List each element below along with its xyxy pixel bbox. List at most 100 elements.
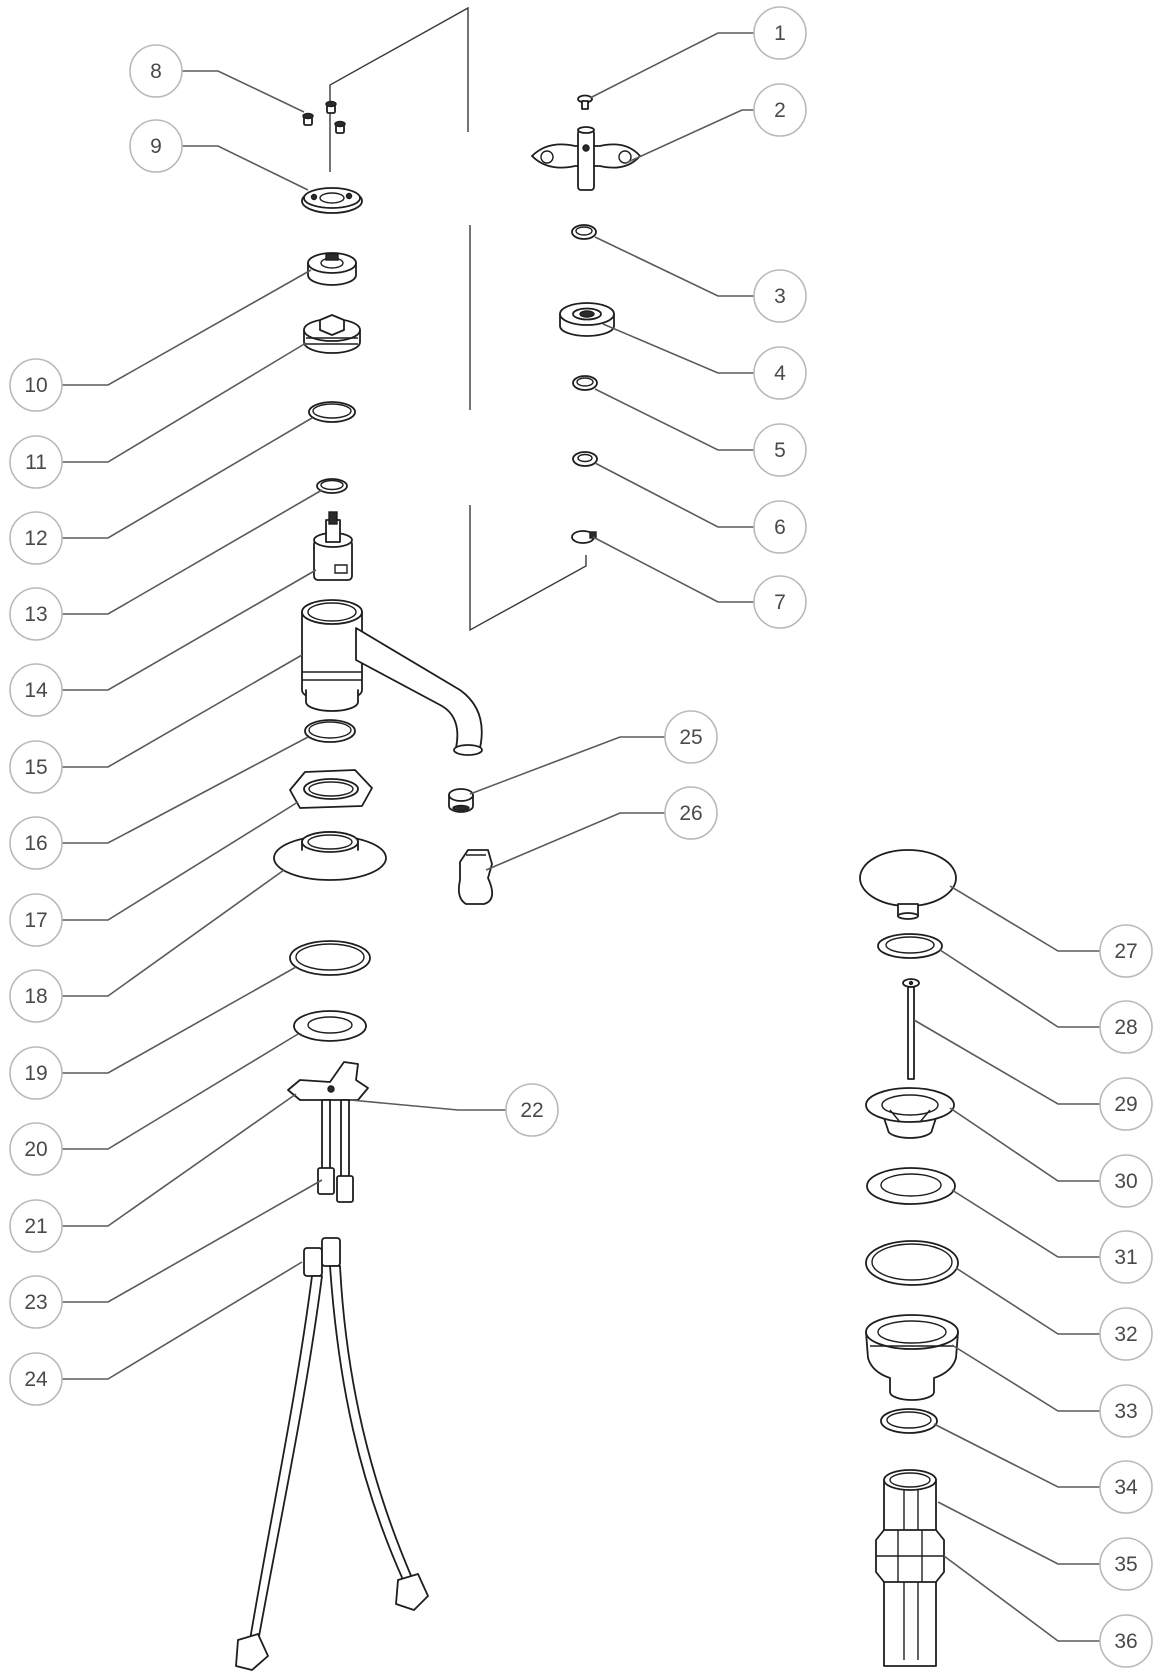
svg-text:2: 2 [774,99,786,122]
leader-24 [62,1261,303,1380]
callout-29: 29 [1099,1077,1153,1131]
part-14-cartridge [313,511,353,581]
callout-10: 10 [9,358,63,412]
callout-22: 22 [505,1083,559,1137]
callout-24: 24 [9,1352,63,1406]
part-30-flange [865,1087,955,1139]
svg-text:11: 11 [25,451,47,474]
part-13-o-ring [316,478,348,494]
part-2-cross-handle [531,126,641,191]
leader-9 [177,145,309,191]
svg-text:1: 1 [774,22,786,45]
callout-34: 34 [1099,1460,1153,1514]
leader-26 [485,812,665,871]
svg-text:13: 13 [24,603,47,626]
leader-1 [589,32,754,99]
part-15-spout-body [301,599,483,756]
callout-11: 11 [9,435,63,489]
svg-text:32: 32 [1114,1323,1137,1346]
svg-text:6: 6 [774,516,786,539]
svg-text:9: 9 [150,135,162,158]
leader-5 [594,388,754,451]
part-9-retaining-plate [301,187,363,214]
part-36-lock-nut [875,1529,945,1583]
part-19-ring-gasket [289,940,371,976]
leader-23 [62,1179,323,1303]
callout-32: 32 [1099,1307,1153,1361]
callout-35: 35 [1099,1537,1153,1591]
part-12-o-ring [308,401,356,423]
leader-18 [62,869,285,997]
svg-text:33: 33 [1114,1400,1137,1423]
callout-18: 18 [9,969,63,1023]
leader-31 [951,1189,1100,1258]
part-17-hex-nut [289,769,373,809]
part-18-escutcheon [273,831,387,881]
leader-32 [955,1267,1100,1335]
callout-14: 14 [9,663,63,717]
callout-16: 16 [9,816,63,870]
callout-25: 25 [664,710,718,764]
callout-21: 21 [9,1199,63,1253]
part-34-small-washer [880,1408,938,1434]
callout-23: 23 [9,1275,63,1329]
part-1-screw [577,94,593,110]
svg-text:23: 23 [24,1291,47,1314]
leader-22 [349,1099,506,1111]
part-6-washer [572,451,598,467]
svg-text:8: 8 [150,60,162,83]
leader-13 [62,489,323,615]
part-16-o-ring [304,719,356,743]
svg-text:5: 5 [774,439,786,462]
callout-1: 1 [753,6,807,60]
leader-34 [933,1423,1100,1488]
leader-6 [594,462,754,528]
callout-2: 2 [753,83,807,137]
svg-text:22: 22 [520,1099,543,1122]
callout-7: 7 [753,575,807,629]
leader-4 [602,323,754,374]
svg-text:18: 18 [24,985,47,1008]
leader-36 [943,1555,1100,1642]
callout-4: 4 [753,346,807,400]
callout-31: 31 [1099,1230,1153,1284]
leader-16 [62,736,309,844]
callout-27: 27 [1099,924,1153,978]
callout-15: 15 [9,740,63,794]
svg-text:3: 3 [774,285,786,308]
leader-33 [951,1344,1100,1412]
callout-30: 30 [1099,1154,1153,1208]
part-27-pop-up-cap [859,849,957,920]
svg-text:26: 26 [679,802,702,825]
callout-28: 28 [1099,1000,1153,1054]
callout-19: 19 [9,1046,63,1100]
leader-3 [594,236,754,297]
callout-9: 9 [129,119,183,173]
svg-text:34: 34 [1114,1476,1138,1499]
part-8-screws [302,100,346,134]
leader-17 [62,801,299,921]
svg-text:30: 30 [1114,1170,1137,1193]
part-31-flat-washer [866,1167,956,1205]
svg-text:24: 24 [24,1368,48,1391]
callouts: 1 2 3 4 5 6 7 8 9 10 11 12 13 14 15 16 1… [9,6,1153,1668]
part-24-flexible-hoses [235,1237,429,1671]
leader-12 [62,417,313,539]
callout-3: 3 [753,269,807,323]
svg-text:14: 14 [24,679,48,702]
svg-text:31: 31 [1114,1246,1137,1269]
leader-15 [62,654,303,768]
svg-text:29: 29 [1114,1093,1137,1116]
assembly-axis-lines [329,6,587,632]
leader-7 [592,536,754,603]
leader-20 [62,1033,299,1150]
svg-text:25: 25 [679,726,702,749]
svg-text:36: 36 [1114,1630,1137,1653]
part-4-cap-nut [559,302,615,337]
callout-5: 5 [753,423,807,477]
svg-text:20: 20 [24,1138,47,1161]
leader-19 [62,966,297,1074]
svg-text:4: 4 [774,362,786,385]
svg-text:28: 28 [1114,1016,1137,1039]
